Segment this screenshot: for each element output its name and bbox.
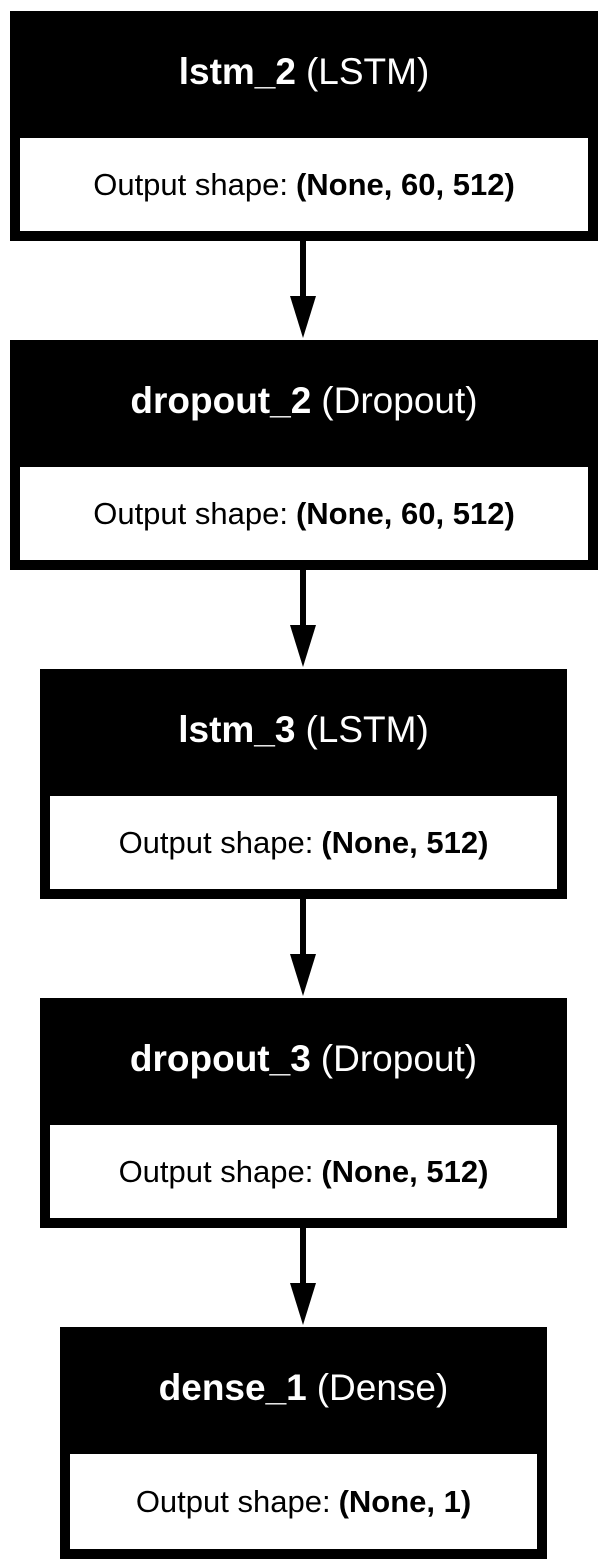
- layer-header: dense_1 (Dense): [60, 1327, 547, 1448]
- layer-type: (Dropout): [321, 379, 478, 421]
- output-shape-value: (None, 60, 512): [295, 495, 515, 531]
- arrow-4: [290, 1228, 316, 1325]
- output-shape-label: Output shape:: [93, 495, 288, 531]
- layer-type: (LSTM): [305, 708, 429, 750]
- output-shape-value: (None, 512): [321, 1153, 489, 1189]
- layer-node-dense-1: dense_1 (Dense) Output shape: (None, 1): [60, 1327, 547, 1559]
- output-shape-value: (None, 512): [321, 824, 489, 860]
- output-shape-box: Output shape: (None, 512): [50, 796, 557, 889]
- layer-name: lstm_2: [178, 50, 296, 92]
- layer-node-dropout-3: dropout_3 (Dropout) Output shape: (None,…: [40, 998, 567, 1228]
- layer-header: dropout_3 (Dropout): [40, 998, 567, 1119]
- layer-node-dropout-2: dropout_2 (Dropout) Output shape: (None,…: [10, 340, 598, 570]
- arrow-2: [290, 570, 316, 667]
- output-shape-label: Output shape:: [135, 1483, 331, 1519]
- layer-header: dropout_2 (Dropout): [10, 340, 598, 461]
- output-shape-value: (None, 1): [338, 1483, 472, 1519]
- output-shape-box: Output shape: (None, 60, 512): [20, 467, 588, 560]
- layer-node-lstm-3: lstm_3 (LSTM) Output shape: (None, 512): [40, 669, 567, 899]
- layer-type: (Dense): [316, 1366, 449, 1408]
- output-shape-value: (None, 60, 512): [295, 166, 515, 202]
- layer-type: (Dropout): [320, 1037, 478, 1079]
- layer-header: lstm_2 (LSTM): [10, 11, 598, 132]
- layer-node-lstm-2: lstm_2 (LSTM) Output shape: (None, 60, 5…: [10, 11, 598, 241]
- layer-header: lstm_3 (LSTM): [40, 669, 567, 790]
- output-shape-label: Output shape:: [118, 824, 314, 860]
- layer-name: dense_1: [158, 1366, 307, 1408]
- output-shape-label: Output shape:: [93, 166, 288, 202]
- arrow-1: [290, 241, 316, 338]
- layer-type: (LSTM): [305, 50, 430, 92]
- layer-name: lstm_3: [178, 708, 296, 750]
- layer-name: dropout_3: [129, 1037, 311, 1079]
- output-shape-box: Output shape: (None, 1): [70, 1454, 537, 1549]
- output-shape-box: Output shape: (None, 512): [50, 1125, 557, 1218]
- layer-name: dropout_2: [130, 379, 312, 421]
- output-shape-box: Output shape: (None, 60, 512): [20, 138, 588, 231]
- arrow-3: [290, 899, 316, 996]
- output-shape-label: Output shape:: [118, 1153, 314, 1189]
